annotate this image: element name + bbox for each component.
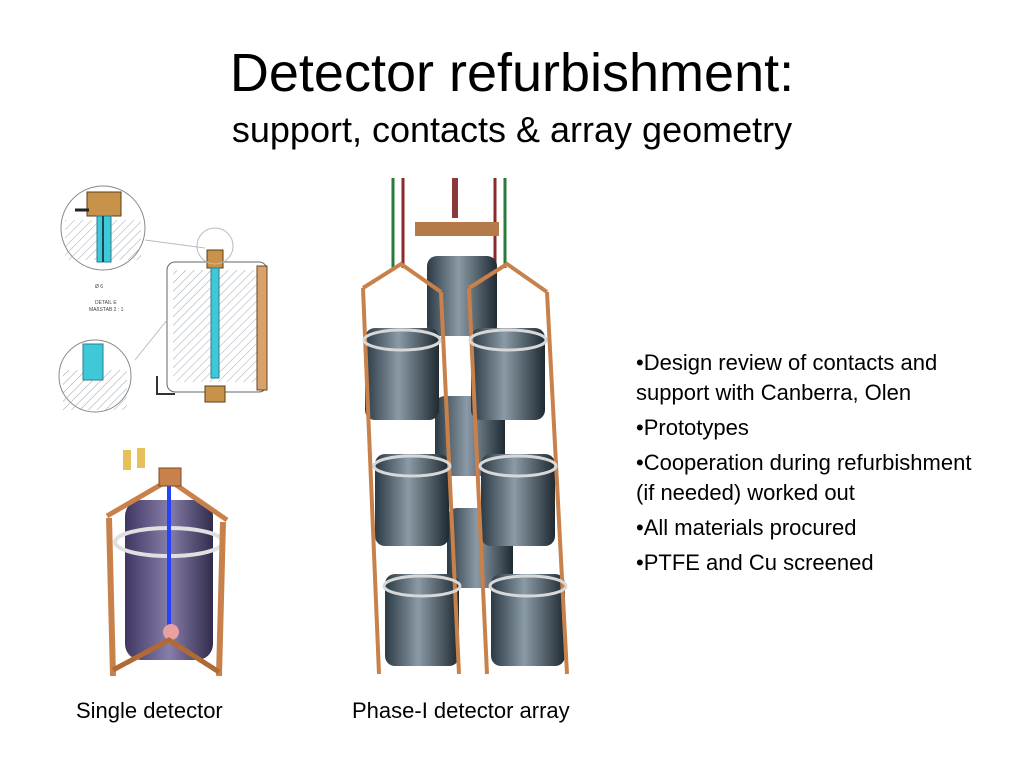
bullet-item: •PTFE and Cu screened <box>636 550 874 575</box>
scale-label: MAßSTAB 2 : 1 <box>89 307 124 313</box>
bullet-list: •Design review of contacts and support w… <box>636 348 976 583</box>
caption-detector-array: Phase-I detector array <box>352 698 570 723</box>
bullet-item: •Prototypes <box>636 415 749 440</box>
bullet-item: •All materials procured <box>636 515 857 540</box>
dim-label: Ø 6 <box>95 284 103 290</box>
single-detector-image <box>105 448 229 677</box>
bullet-item: •Cooperation during refurbishment (if ne… <box>636 450 972 505</box>
detector-array-image <box>361 178 569 675</box>
caption-single-detector: Single detector <box>76 698 223 723</box>
slide-title: Detector refurbishment: <box>229 43 795 103</box>
detail-label: DETAIL E <box>95 300 117 306</box>
bullet-item: •Design review of contacts and support w… <box>636 350 938 405</box>
slide-subtitle: support, contacts & array geometry <box>231 109 793 150</box>
technical-drawing: Ø 6 DETAIL E MAßSTAB 2 : 1 <box>58 185 268 413</box>
